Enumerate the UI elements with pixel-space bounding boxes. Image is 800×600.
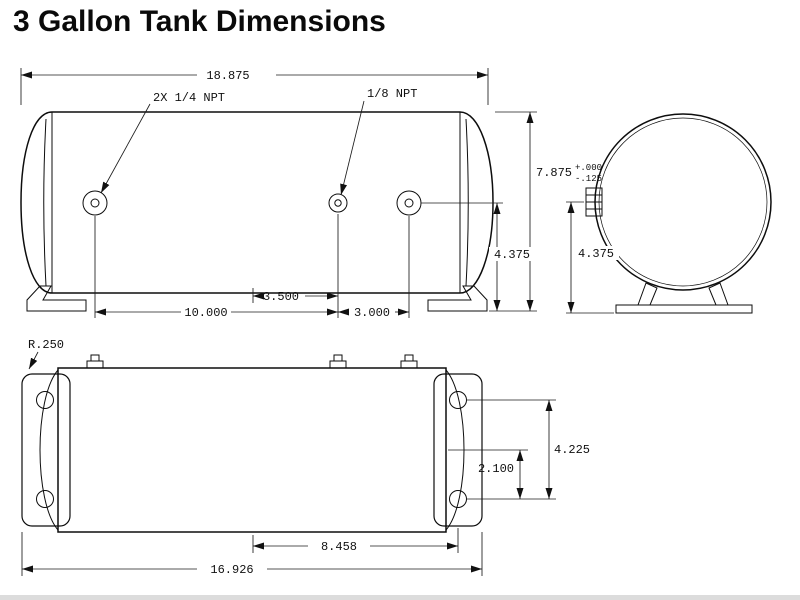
dim-port-centerline-height: 4.375: [494, 248, 530, 262]
port-bump-base: [400, 360, 418, 369]
dim-mounting-length: 16.926: [210, 563, 253, 577]
bottom-rule: [0, 595, 800, 600]
dim-hole-offset-center: 2.100: [478, 462, 514, 476]
dim-overall-length: 18.875: [206, 69, 249, 83]
plan-view: [21, 354, 483, 533]
port-bump-base: [329, 360, 347, 369]
plan-port-bump-middle: [329, 354, 347, 369]
tank-end-seam-circle: [598, 117, 768, 287]
tank-end-seams: [43, 112, 469, 293]
bracket-left-hole-top: [36, 391, 54, 409]
port-height-text-mask: [489, 247, 535, 261]
foot-left: [26, 285, 87, 312]
dim-height-tol-lower: -.125: [575, 174, 602, 184]
bracket-left-hole-bottom: [36, 490, 54, 508]
page-title: 3 Gallon Tank Dimensions: [13, 5, 386, 38]
bracket-right-hole-top: [449, 391, 467, 409]
dim-port-spacing-b: 10.000: [184, 306, 227, 320]
port-bump-cap: [90, 354, 100, 362]
end-leg-right: [708, 282, 729, 306]
dim-end-port-height: 4.375: [578, 247, 614, 261]
height-text-mask: [533, 161, 597, 185]
plan-dome-left: [39, 369, 59, 531]
hole-span-extensions: [467, 399, 556, 500]
length-extension-lines: [20, 68, 489, 105]
plan-port-bump-left: [86, 354, 104, 369]
end-port-boss-threads: [586, 194, 602, 217]
dim-corner-radius: R.250: [28, 338, 64, 352]
radius-leader: [28, 351, 39, 370]
end-view-dimensions: 4.375: [566, 201, 619, 314]
foot-right: [427, 285, 488, 312]
callout-eighth-npt: 1/8 NPT: [367, 87, 417, 101]
plan-bracket-left: [21, 373, 71, 527]
dim-port-spacing-a: 3.500: [263, 290, 299, 304]
dim-bracket-hole-span: 8.458: [321, 540, 357, 554]
end-view: [585, 113, 772, 314]
end-leg-left: [637, 282, 658, 306]
port-left-outer: [82, 190, 108, 216]
port-bump-base: [86, 360, 104, 369]
leader-eighth-npt: [340, 100, 365, 196]
bracket-right-hole-bottom: [449, 490, 467, 508]
side-view-dimensions: 18.875 2X 1/4 NPT 1/8 NPT 7.875 +.000 -.…: [20, 68, 602, 320]
plan-view-dimensions: R.250 4.225 2.100 8.458 16.926: [21, 338, 590, 577]
dim-port-spacing-c: 3.000: [354, 306, 390, 320]
dim-hole-spacing-vertical: 4.225: [554, 443, 590, 457]
tank-end-circle: [594, 113, 772, 291]
dim-overall-height: 7.875: [536, 166, 572, 180]
side-view: [20, 111, 494, 312]
plan-port-bump-right: [400, 354, 418, 369]
port-middle-outer: [328, 193, 348, 213]
dim-height-tol-upper: +.000: [575, 163, 602, 173]
port-right-inner: [404, 198, 414, 208]
port-left-inner: [90, 198, 100, 208]
leader-quarter-npt: [100, 103, 151, 194]
port-right-outer: [396, 190, 422, 216]
callout-quarter-npt: 2X 1/4 NPT: [153, 91, 225, 105]
port-bump-cap: [333, 354, 343, 362]
end-base-plate: [615, 304, 753, 314]
port-middle-inner: [334, 199, 342, 207]
end-height-text-mask: [575, 246, 619, 260]
tank-outline: [20, 111, 494, 294]
plan-tank-body: [57, 367, 447, 533]
port-bump-cap: [404, 354, 414, 362]
